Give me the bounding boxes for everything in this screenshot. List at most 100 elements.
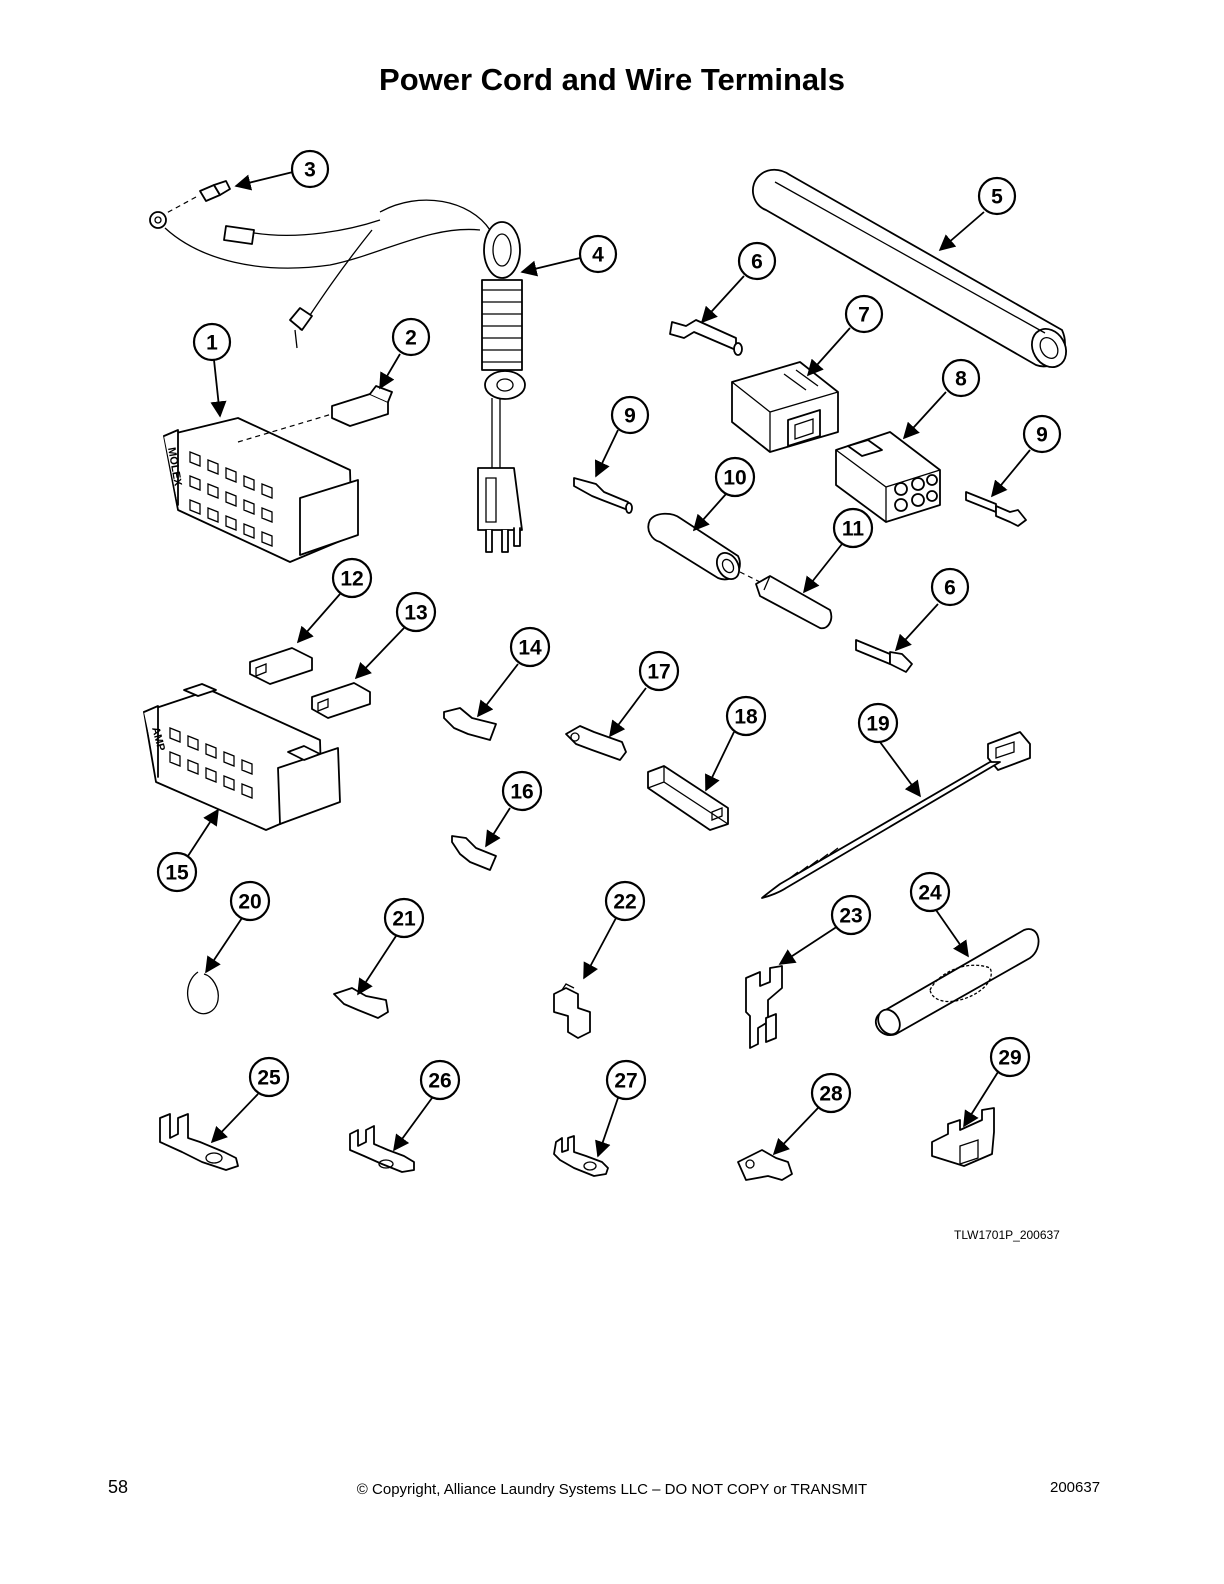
part-terminal-6b [855, 639, 913, 673]
callout-9a: 9 [610, 395, 650, 435]
svg-text:2: 2 [405, 327, 417, 350]
svg-text:27: 27 [614, 1070, 637, 1093]
page-number: 58 [108, 1477, 129, 1497]
callout-21: 21 [383, 897, 425, 939]
svg-text:7: 7 [858, 304, 870, 327]
callout-7: 7 [844, 294, 884, 334]
part-terminal-9b [965, 491, 1027, 527]
callout-28: 28 [810, 1072, 852, 1114]
part-terminal-21 [333, 987, 389, 1019]
callout-17: 17 [638, 650, 680, 692]
part-terminal-17 [565, 725, 627, 761]
svg-text:13: 13 [404, 602, 427, 625]
callout-14: 14 [509, 626, 551, 668]
svg-text:26: 26 [428, 1070, 451, 1093]
svg-text:12: 12 [340, 568, 363, 591]
svg-text:15: 15 [165, 862, 189, 885]
svg-text:5: 5 [991, 186, 1003, 209]
svg-text:4: 4 [592, 244, 604, 267]
drawing-code: TLW1701P_200637 [954, 1228, 1060, 1242]
callout-25: 25 [248, 1056, 290, 1098]
callout-3: 3 [290, 149, 330, 189]
part-ring-terminal-27 [553, 1135, 609, 1177]
svg-text:9: 9 [624, 405, 636, 428]
svg-text:29: 29 [998, 1047, 1021, 1070]
svg-text:17: 17 [647, 661, 670, 684]
svg-text:10: 10 [723, 467, 746, 490]
copyright-notice: © Copyright, Alliance Laundry Systems LL… [356, 1481, 868, 1498]
svg-text:16: 16 [510, 781, 533, 804]
svg-text:28: 28 [819, 1083, 843, 1106]
part-terminal-28 [737, 1149, 793, 1181]
callout-29: 29 [989, 1036, 1031, 1078]
part-power-cord [149, 199, 526, 553]
svg-text:6: 6 [944, 577, 956, 600]
page-title: Power Cord and Wire Terminals [379, 62, 845, 97]
svg-text:11: 11 [842, 518, 865, 541]
part-clip-2 [331, 385, 393, 427]
part-terminal-9a [573, 477, 633, 514]
callout-26: 26 [419, 1059, 461, 1101]
part-bracket-29 [931, 1107, 995, 1167]
callout-5: 5 [977, 176, 1017, 216]
svg-text:1: 1 [206, 332, 218, 355]
callout-2: 2 [391, 317, 431, 357]
document-number: 200637 [1050, 1479, 1101, 1496]
part-housing-18 [647, 765, 729, 831]
callout-12: 12 [331, 557, 373, 599]
part-terminal-16 [451, 835, 497, 871]
svg-text:20: 20 [238, 891, 261, 914]
svg-text:19: 19 [866, 713, 889, 736]
callout-16: 16 [501, 770, 543, 812]
part-cable-tie [761, 731, 1031, 899]
svg-text:25: 25 [257, 1067, 281, 1090]
part-molex-connector: MOLEX [163, 413, 359, 563]
svg-text:8: 8 [955, 368, 967, 391]
svg-text:22: 22 [613, 891, 636, 914]
part-ring-terminal-25 [159, 1113, 239, 1171]
callout-20: 20 [229, 880, 271, 922]
part-pin-terminal-6a [669, 319, 743, 356]
callout-6a: 6 [737, 241, 777, 281]
part-clip-13 [311, 682, 371, 719]
part-ring-terminal-26 [349, 1125, 415, 1173]
callout-1: 1 [192, 322, 232, 362]
svg-text:3: 3 [304, 159, 316, 182]
part-screw [149, 180, 231, 223]
part-housing-8 [835, 431, 941, 523]
callout-15: 15 [156, 851, 198, 893]
callout-19: 19 [857, 702, 899, 744]
svg-text:18: 18 [734, 706, 758, 729]
svg-text:14: 14 [518, 637, 542, 660]
part-pin-11 [755, 575, 833, 630]
svg-text:21: 21 [392, 908, 416, 931]
part-amp-connector: AMP [143, 683, 341, 831]
callout-23: 23 [830, 894, 872, 936]
callout-24: 24 [909, 871, 951, 913]
part-clip-12 [249, 647, 313, 685]
svg-text:23: 23 [839, 905, 862, 928]
callout-13: 13 [395, 591, 437, 633]
part-sleeve-10 [647, 512, 761, 583]
callout-11: 11 [832, 507, 874, 549]
part-terminal-14 [443, 707, 497, 741]
svg-text:24: 24 [918, 882, 942, 905]
part-sleeve-tube [752, 168, 1067, 368]
part-housing-7 [731, 361, 839, 453]
callout-10: 10 [714, 456, 756, 498]
callout-4: 4 [578, 234, 618, 274]
callout-27: 27 [605, 1059, 647, 1101]
part-ring-clip [187, 971, 219, 1015]
leader-lines [187, 171, 1031, 1158]
callout-22: 22 [604, 880, 646, 922]
part-terminal-23 [745, 965, 783, 1049]
part-terminal-22 [553, 983, 591, 1039]
svg-text:6: 6 [751, 251, 763, 274]
callout-18: 18 [725, 695, 767, 737]
callout-9b: 9 [1022, 414, 1062, 454]
callout-8: 8 [941, 358, 981, 398]
callout-6b: 6 [930, 567, 970, 607]
part-splice-sleeve [875, 928, 1040, 1036]
svg-text:9: 9 [1036, 424, 1048, 447]
